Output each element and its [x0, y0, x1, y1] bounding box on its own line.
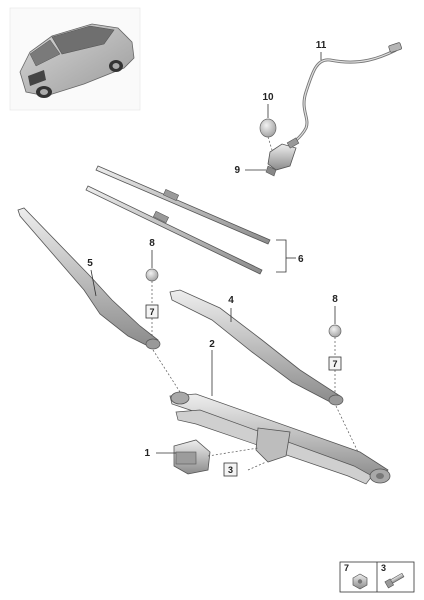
vehicle-thumbnail [9, 7, 141, 111]
svg-text:7: 7 [149, 307, 154, 317]
legend-bolt-number: 3 [381, 563, 386, 573]
fastener-legend: 7 3 [339, 561, 415, 593]
callout-5: 5 [87, 258, 93, 269]
wiper-blades [85, 165, 271, 275]
callout-2: 2 [209, 339, 215, 350]
cap-10 [259, 118, 277, 138]
wiper-motor [173, 439, 211, 475]
boxed-callout-3: 3 [223, 462, 238, 477]
callout-11: 11 [316, 40, 327, 51]
legend-nut-number: 7 [344, 563, 349, 573]
callout-8-left: 8 [149, 238, 155, 249]
wiper-linkage [169, 391, 391, 485]
boxed-callout-7-right: 7 [328, 356, 342, 371]
svg-text:3: 3 [228, 465, 233, 475]
wiper-arm-left [17, 207, 161, 350]
washer-nozzle [265, 137, 300, 177]
nut-icon [352, 573, 368, 590]
callout-10: 10 [262, 92, 274, 103]
callout-4: 4 [228, 295, 234, 306]
callout-8-right: 8 [332, 294, 338, 305]
bolt-icon [384, 572, 405, 589]
svg-text:7: 7 [332, 359, 337, 369]
washer-hose [292, 42, 402, 144]
callout-6: 6 [298, 254, 304, 265]
callout-9: 9 [234, 165, 240, 176]
callout-1: 1 [144, 448, 150, 459]
cap-8-left [145, 268, 159, 282]
boxed-callout-7-left: 7 [145, 304, 159, 319]
cap-8-right [328, 324, 342, 338]
wiper-arm-right [169, 289, 344, 406]
